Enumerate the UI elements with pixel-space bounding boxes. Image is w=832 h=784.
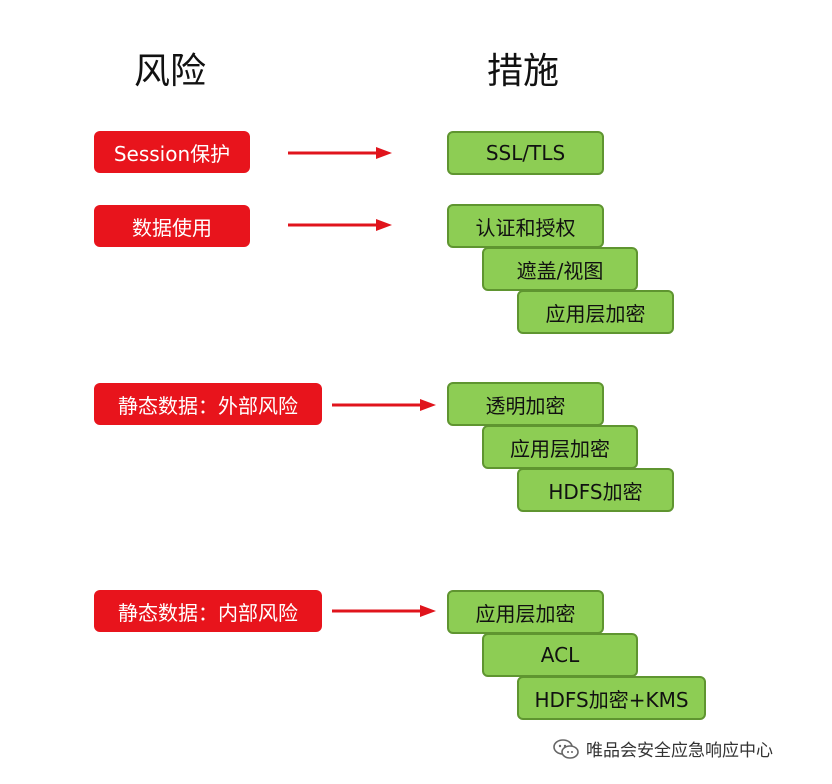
arrow-session [288, 147, 392, 159]
measure-app-encryption-3: 应用层加密 [447, 590, 604, 634]
measure-acl: ACL [482, 633, 638, 677]
measure-masking-view: 遮盖/视图 [482, 247, 638, 291]
measure-heading: 措施 [487, 51, 560, 92]
wechat-icon [553, 738, 579, 759]
measure-hdfs-kms: HDFS加密+KMS [517, 676, 706, 720]
risk-data-usage: 数据使用 [94, 205, 250, 247]
measure-app-encryption-2: 应用层加密 [482, 425, 638, 469]
arrow-data-usage [288, 219, 392, 231]
measure-ssl-tls: SSL/TLS [447, 131, 604, 175]
risk-heading: 风险 [134, 51, 207, 92]
watermark: 唯品会安全应急响应中心 [552, 736, 773, 761]
risk-session-protection: Session保护 [94, 131, 250, 173]
watermark-text: 唯品会安全应急响应中心 [586, 741, 773, 761]
risk-static-internal: 静态数据：内部风险 [94, 590, 322, 632]
arrow-static-external [332, 399, 436, 411]
measure-hdfs-encryption: HDFS加密 [517, 468, 674, 512]
measure-auth: 认证和授权 [447, 204, 604, 248]
measure-transparent-encryption: 透明加密 [447, 382, 604, 426]
risk-static-external: 静态数据：外部风险 [94, 383, 322, 425]
arrow-static-internal [332, 605, 436, 617]
measure-app-encryption-1: 应用层加密 [517, 290, 674, 334]
